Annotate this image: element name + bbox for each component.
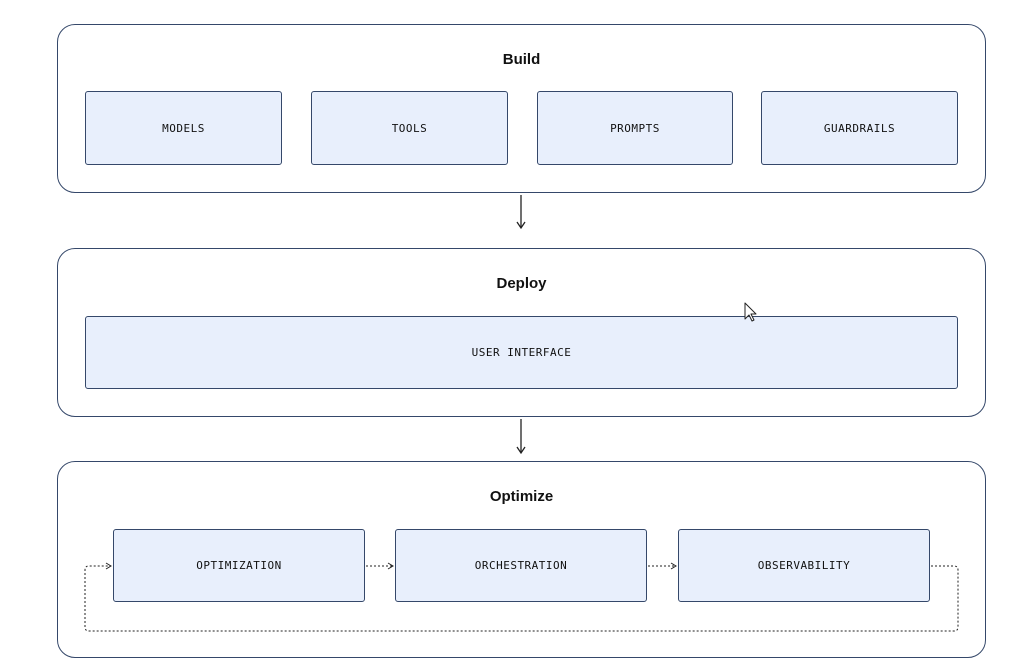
build-stage-title: Build [502,51,541,68]
user-interface-box: USER INTERFACE [85,316,958,389]
build-to-deploy-arrow [516,195,526,230]
orchestration-box: ORCHESTRATION [395,529,647,602]
optimization-box: OPTIMIZATION [113,529,365,602]
feedback-loop-arrow [84,562,959,632]
deploy-to-optimize-arrow [516,419,526,455]
observability-box: OBSERVABILITY [678,529,930,602]
tools-box: TOOLS [311,91,508,165]
optimize-stage-title: Optimize [489,488,554,505]
optimization-to-orchestration-arrow [366,562,394,570]
mouse-pointer-icon [744,302,757,322]
orchestration-to-observability-arrow [648,562,677,570]
prompts-box: PROMPTS [537,91,733,165]
models-box: MODELS [85,91,282,165]
guardrails-box: GUARDRAILS [761,91,958,165]
deploy-stage-title: Deploy [496,275,547,292]
